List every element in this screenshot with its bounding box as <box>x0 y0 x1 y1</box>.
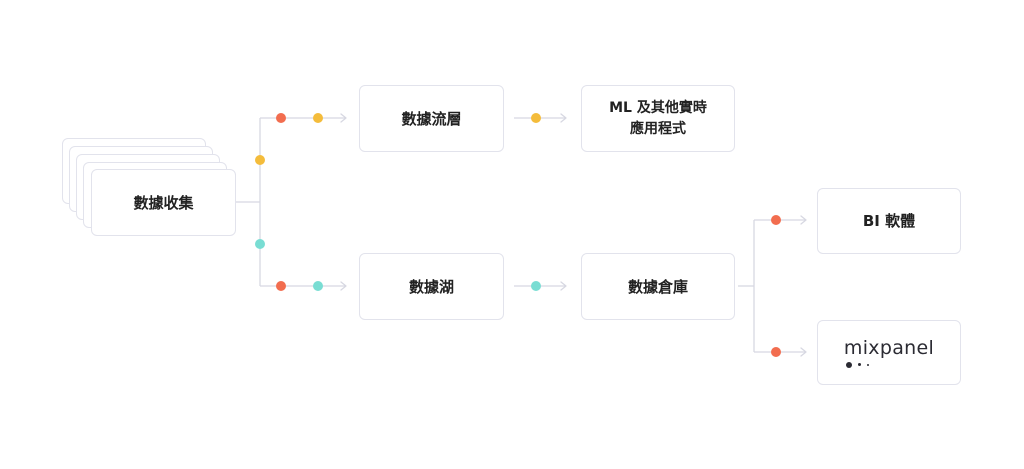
arrow-head-mixpanel <box>800 347 807 357</box>
node-data-stream: 數據流層 <box>359 85 504 152</box>
dot-bi-orange <box>771 215 781 225</box>
node-data-stream-label: 數據流層 <box>401 109 462 128</box>
node-mixpanel: mixpanel <box>817 320 961 385</box>
node-data-collection: 數據收集 <box>91 169 236 236</box>
node-ml-apps: ML 及其他實時 應用程式 <box>581 85 735 152</box>
dot-stream-orange <box>276 113 286 123</box>
node-ml-apps-line2: 應用程式 <box>630 120 686 137</box>
node-data-lake-label: 數據湖 <box>408 277 454 296</box>
dot-stream-yellow <box>313 113 323 123</box>
dot-lake-orange <box>276 281 286 291</box>
dot-split-yellow <box>255 155 265 165</box>
node-bi-software: BI 軟體 <box>817 188 961 254</box>
node-data-warehouse-label: 數據倉庫 <box>627 277 688 296</box>
dot-warehouse-teal <box>531 281 541 291</box>
arrow-head-stream <box>340 113 347 123</box>
mixpanel-logo: mixpanel <box>844 338 934 368</box>
arrowheads <box>340 113 807 357</box>
arrow-head-warehouse <box>560 281 567 291</box>
mixpanel-wordmark: mixpanel <box>843 336 935 359</box>
arrow-head-lake <box>340 281 347 291</box>
flow-dots <box>255 113 781 357</box>
node-bi-software-label: BI 軟體 <box>862 212 916 230</box>
mixpanel-dots-icon <box>844 361 869 368</box>
dot-ml-yellow <box>531 113 541 123</box>
dot-mixpanel-orange <box>771 347 781 357</box>
arrow-head-ml <box>560 113 567 123</box>
dot-lake-teal <box>313 281 323 291</box>
node-data-collection-label: 數據收集 <box>133 193 194 212</box>
node-data-lake: 數據湖 <box>359 253 504 320</box>
node-data-warehouse: 數據倉庫 <box>581 253 735 320</box>
dot-split-teal <box>255 239 265 249</box>
arrow-head-bi <box>800 215 807 225</box>
node-ml-apps-line1: ML 及其他實時 <box>609 99 707 116</box>
